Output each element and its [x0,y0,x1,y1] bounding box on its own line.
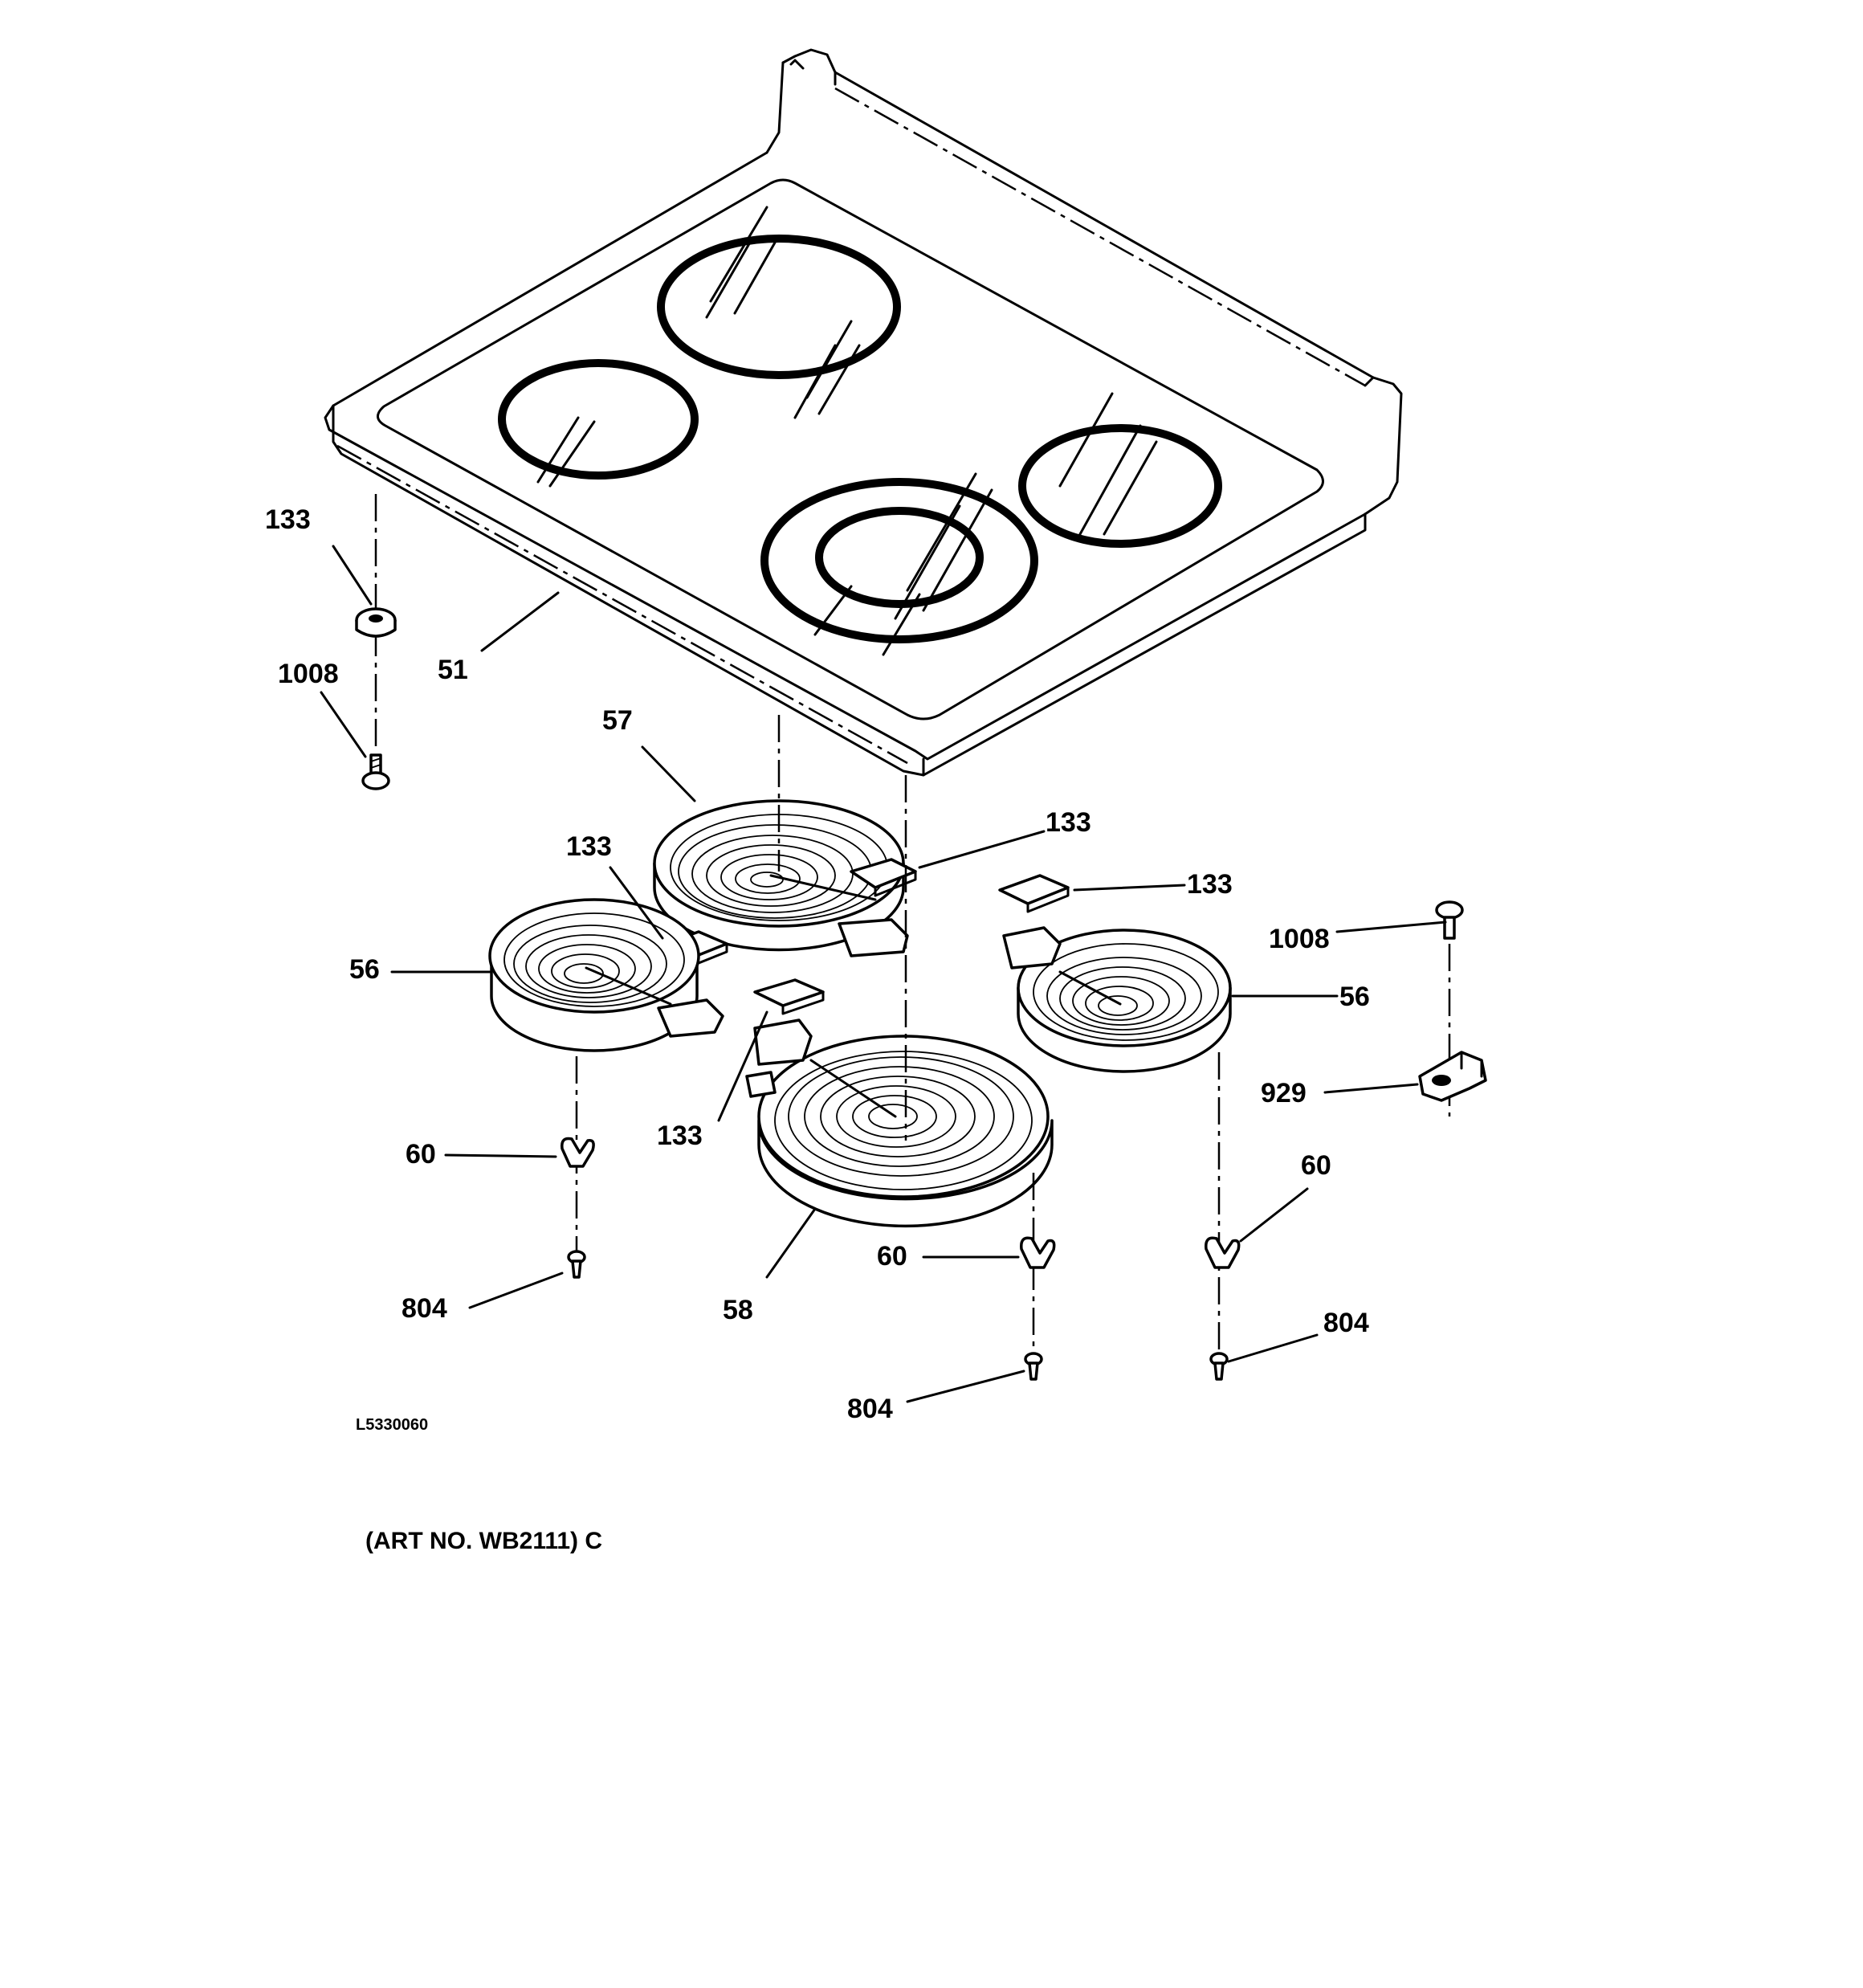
limiter-133-d[interactable] [998,874,1070,913]
callout-element-56-right: 56 [1339,982,1370,1012]
callout-bracket-929: 929 [1261,1078,1307,1108]
callout-cooktop-glass: 51 [438,655,468,685]
hex-nut-left[interactable] [355,607,397,638]
callout-limiter-a: 133 [1046,807,1091,838]
callout-labels: 133 51 1008 57 133 133 133 1008 56 56 92… [265,504,1370,1424]
screw-804-right[interactable] [1209,1352,1229,1381]
callout-limiter-b: 133 [566,831,612,862]
callout-hex-nut-left: 133 [265,504,311,535]
screw-804-center[interactable] [1024,1352,1043,1381]
screw-1008-left[interactable] [361,753,390,790]
art-number: (ART NO. WB2111) C [365,1528,602,1554]
bracket-929[interactable] [1418,1051,1487,1102]
clip-60-center[interactable] [1020,1236,1056,1269]
callout-clip-center: 60 [877,1241,907,1272]
callout-element-58: 58 [723,1295,753,1325]
callout-screw-804-right: 804 [1323,1308,1369,1338]
limiter-133-c[interactable] [753,978,825,1015]
callout-screw-804-center: 804 [847,1394,893,1424]
cooktop-glass-assembly [324,48,1403,777]
callout-clip-right: 60 [1301,1150,1331,1181]
radiant-element-58[interactable] [745,1018,1054,1228]
right-hardware [1418,900,1487,1116]
callout-screw-right: 1008 [1269,924,1330,954]
callout-limiter-d: 133 [1187,869,1233,900]
callout-screw-804-left: 804 [402,1293,447,1324]
radiant-element-56-left[interactable] [488,898,724,1052]
callout-clip-left: 60 [406,1139,436,1170]
drawing-code: L5330060 [356,1416,428,1434]
callout-element-57: 57 [602,705,633,736]
left-hardware [355,494,397,790]
glass-reflection-marks [536,206,1158,656]
limiter-133-a[interactable] [850,858,917,897]
clip-60-left[interactable] [561,1137,595,1168]
callout-screw-left: 1008 [278,659,339,689]
leader-lines [320,545,1447,1403]
callout-limiter-c: 133 [657,1121,703,1151]
screw-1008-right[interactable] [1435,900,1464,940]
radiant-element-56-right[interactable] [1002,926,1232,1073]
screw-804-left[interactable] [567,1250,586,1279]
clip-60-right[interactable] [1205,1236,1241,1269]
callout-element-56-left: 56 [349,954,380,985]
